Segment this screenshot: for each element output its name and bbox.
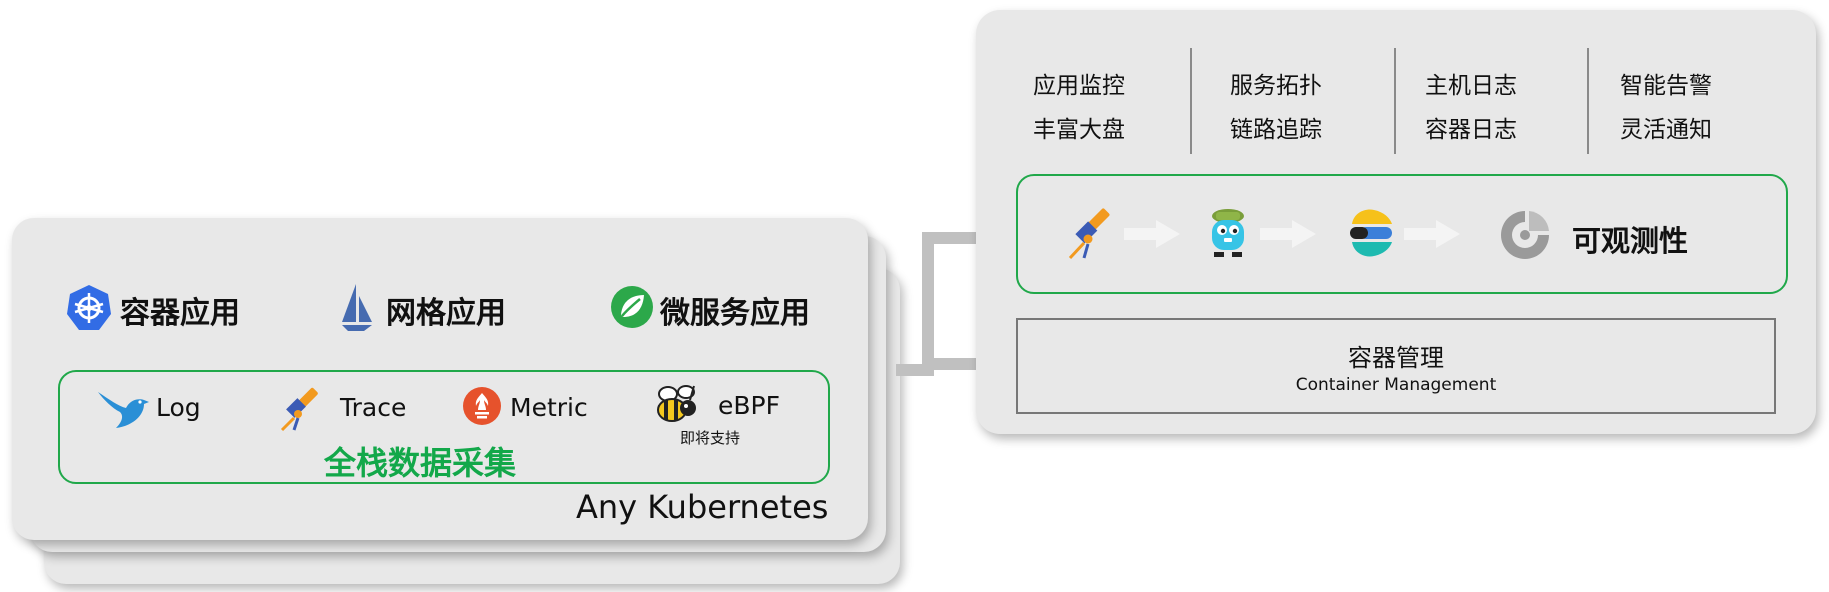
spring-leaf-icon [611, 286, 653, 328]
container-management-subtitle: Container Management [1295, 375, 1497, 395]
feature-notifications: 灵活通知 [1620, 117, 1712, 143]
collection-title: 全栈数据采集 [324, 444, 517, 482]
feature-dashboards: 丰富大盘 [1033, 117, 1125, 143]
container-management-box: 容器管理 Container Management [1016, 318, 1776, 414]
feature-group-topology: 服务拓扑 链路追踪 [1181, 64, 1371, 152]
app-label-microservices: 微服务应用 [660, 296, 810, 331]
flow-arrow [1124, 220, 1180, 248]
elastic-logo-icon [1350, 209, 1392, 257]
feature-group-logs: 主机日志 容器日志 [1376, 64, 1566, 152]
divider [1587, 48, 1589, 154]
source-label-metric: Metric [510, 393, 588, 422]
istio-sail-icon [342, 284, 372, 331]
prometheus-icon [463, 387, 501, 425]
feature-group-alerts: 智能告警 灵活通知 [1571, 64, 1761, 152]
feature-tracing: 链路追踪 [1230, 117, 1322, 143]
feature-service-topology: 服务拓扑 [1230, 73, 1322, 99]
telescope-icon [1068, 208, 1110, 260]
source-label-ebpf: eBPF [718, 391, 780, 420]
source-label-log: Log [156, 393, 201, 422]
ebpf-coming-soon: 即将支持 [680, 429, 741, 447]
feature-group-monitoring: 应用监控 丰富大盘 [984, 64, 1174, 152]
app-label-mesh: 网格应用 [386, 296, 506, 331]
feature-host-logs: 主机日志 [1425, 73, 1517, 99]
divider [1190, 48, 1192, 154]
grafana-logo-icon [1501, 211, 1549, 259]
ebpf-bee-icon [657, 385, 696, 422]
gopher-mascot-icon [1212, 209, 1244, 257]
container-management-title: 容器管理 [1348, 344, 1444, 372]
feature-smart-alerts: 智能告警 [1620, 73, 1712, 99]
fluentd-bird-icon [98, 392, 149, 428]
divider [1394, 48, 1396, 154]
app-label-containers: 容器应用 [120, 296, 240, 331]
feature-app-monitoring: 应用监控 [1033, 73, 1125, 99]
source-label-trace: Trace [340, 393, 407, 422]
platform-label: Any Kubernetes [576, 488, 829, 526]
collection-box [58, 370, 830, 484]
flow-arrow [1260, 220, 1316, 248]
flow-arrow [1404, 220, 1460, 248]
observability-label: 可观测性 [1572, 224, 1689, 258]
kubernetes-icon [67, 285, 111, 330]
skywalking-telescope-icon [280, 387, 318, 432]
feature-container-logs: 容器日志 [1425, 117, 1517, 143]
